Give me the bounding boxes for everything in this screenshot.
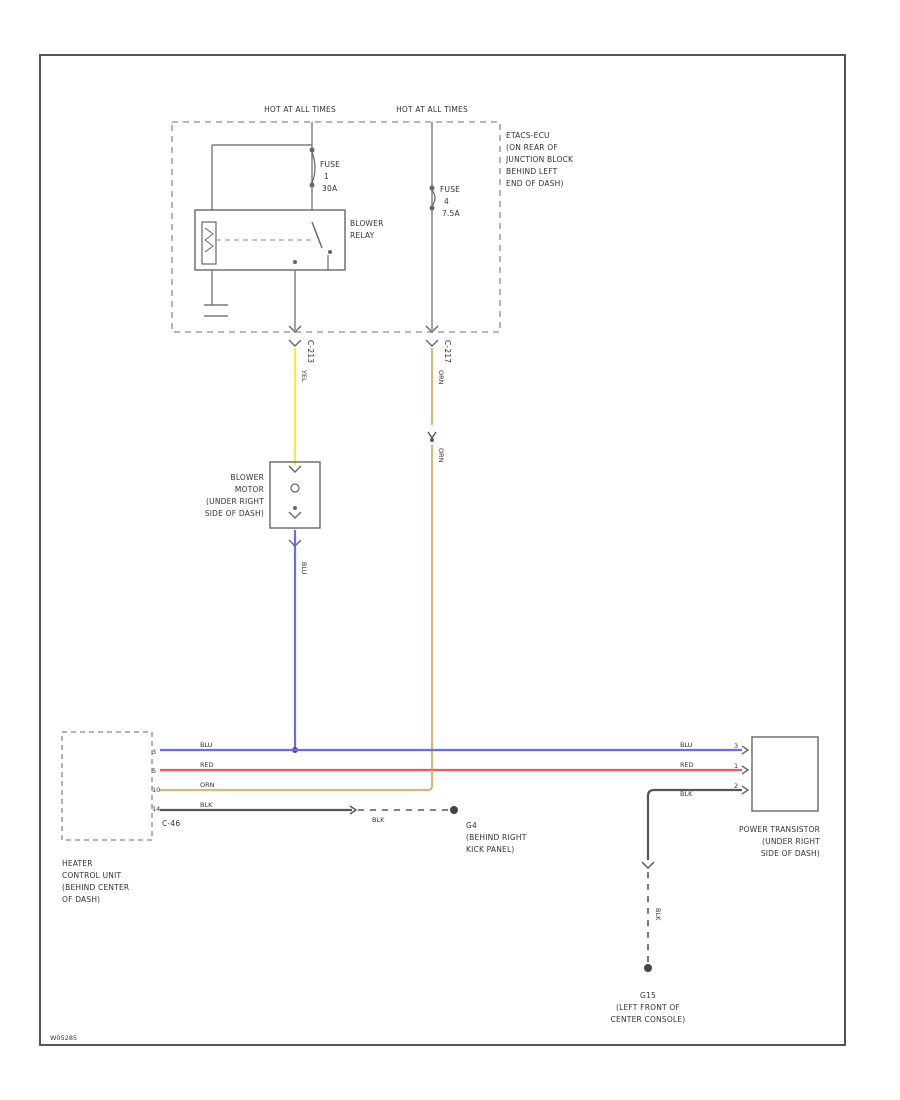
svg-text:14: 14	[152, 805, 160, 813]
wire-label-blk-pt: BLK	[680, 790, 693, 798]
svg-text:BEHIND LEFT: BEHIND LEFT	[506, 167, 558, 176]
svg-text:(UNDER RIGHT: (UNDER RIGHT	[762, 837, 820, 846]
footer-code: W05285	[50, 1034, 77, 1042]
blower-motor-label: BLOWER MOTOR (UNDER RIGHT SIDE OF DASH)	[205, 473, 264, 518]
svg-text:KICK PANEL): KICK PANEL)	[466, 845, 515, 854]
power-transistor-label: POWER TRANSISTOR (UNDER RIGHT SIDE OF DA…	[739, 825, 820, 858]
diagram-frame	[39, 54, 846, 1046]
svg-text:FUSE: FUSE	[320, 160, 340, 169]
wire-black-pt	[646, 788, 742, 860]
svg-text:(BEHIND RIGHT: (BEHIND RIGHT	[466, 833, 527, 842]
svg-text:JUNCTION BLOCK: JUNCTION BLOCK	[505, 155, 574, 164]
fuse-4: FUSE 4 7.5A	[429, 122, 461, 330]
ground-g15-label: G15 (LEFT FRONT OF CENTER CONSOLE)	[611, 991, 686, 1024]
svg-text:1: 1	[734, 762, 738, 770]
svg-text:HEATER: HEATER	[62, 859, 93, 868]
wire-label-blk-g4: BLK	[372, 816, 385, 824]
ground-g4-label: G4 (BEHIND RIGHT KICK PANEL)	[466, 821, 527, 854]
svg-text:OF DASH): OF DASH)	[62, 895, 100, 904]
wire-label-org-h: ORN	[200, 781, 215, 789]
heater-control-unit-label: HEATER CONTROL UNIT (BEHIND CENTER OF DA…	[62, 859, 129, 904]
svg-text:CONTROL UNIT: CONTROL UNIT	[62, 871, 122, 880]
wire-label-red-h: RED	[200, 761, 214, 769]
junction-block-label: ETACS-ECU (ON REAR OF JUNCTION BLOCK BEH…	[505, 131, 574, 188]
fuse-1: FUSE 1 30A	[211, 122, 340, 210]
svg-text:G4: G4	[466, 821, 477, 830]
blower-motor	[269, 461, 321, 529]
svg-text:2: 2	[734, 782, 738, 790]
wire-label-orange-lower: ORN	[437, 448, 445, 463]
connector-c46-label: C-46	[162, 819, 180, 828]
wire-orange-bend	[427, 770, 434, 792]
svg-text:3: 3	[152, 748, 156, 756]
svg-text:(BEHIND CENTER: (BEHIND CENTER	[62, 883, 129, 892]
svg-text:FUSE: FUSE	[440, 185, 460, 194]
wire-label-blu-h: BLU	[200, 741, 213, 749]
svg-text:BLOWER: BLOWER	[230, 473, 264, 482]
svg-text:C-213: C-213	[306, 340, 315, 363]
svg-text:(UNDER RIGHT: (UNDER RIGHT	[206, 497, 264, 506]
svg-text:MOTOR: MOTOR	[235, 485, 264, 494]
svg-text:SIDE OF DASH): SIDE OF DASH)	[205, 509, 264, 518]
svg-text:ETACS-ECU: ETACS-ECU	[506, 131, 550, 140]
svg-text:G15: G15	[640, 991, 656, 1000]
ground-g4-symbol	[450, 806, 458, 814]
blower-relay	[194, 209, 346, 330]
svg-text:7.5A: 7.5A	[442, 209, 461, 218]
svg-text:END OF DASH): END OF DASH)	[506, 179, 564, 188]
svg-text:3: 3	[734, 742, 738, 750]
svg-text:POWER TRANSISTOR: POWER TRANSISTOR	[739, 825, 820, 834]
svg-text:1: 1	[324, 172, 329, 181]
svg-text:(LEFT FRONT OF: (LEFT FRONT OF	[616, 1003, 680, 1012]
junction-block-box	[171, 121, 501, 333]
wire-label-blk-h: BLK	[200, 801, 213, 809]
connector-c1: C-213	[288, 325, 315, 363]
svg-text:30A: 30A	[322, 184, 338, 193]
wire-label-red-pt: RED	[680, 761, 694, 769]
heater-control-unit	[61, 731, 153, 841]
wire-label-blue: BLU	[300, 562, 308, 575]
svg-text:(ON REAR OF: (ON REAR OF	[506, 143, 558, 152]
heater-unit-pins: 3 5 10 14	[152, 748, 160, 813]
blower-relay-label: BLOWER	[350, 219, 384, 228]
svg-text:SIDE OF DASH): SIDE OF DASH)	[761, 849, 820, 858]
wire-label-blk-g15: BLK	[654, 908, 662, 921]
power-transistor-pins: 3 1 2	[734, 742, 738, 790]
wire-label-yellow: YEL	[300, 369, 308, 382]
svg-text:10: 10	[152, 786, 160, 794]
ground-g15-symbol	[644, 964, 652, 972]
blower-relay-label-2: RELAY	[350, 231, 375, 240]
connector-c2: C-217	[425, 325, 452, 363]
power-source-left-label: HOT AT ALL TIMES	[264, 105, 336, 114]
svg-text:5: 5	[152, 767, 156, 775]
power-transistor	[751, 736, 819, 812]
wire-label-blu-pt: BLU	[680, 741, 693, 749]
power-source-right-label: HOT AT ALL TIMES	[396, 105, 468, 114]
wire-label-orange-upper: ORN	[437, 370, 445, 385]
svg-text:C-217: C-217	[443, 340, 452, 363]
svg-text:CENTER CONSOLE): CENTER CONSOLE)	[611, 1015, 686, 1024]
svg-text:4: 4	[444, 197, 449, 206]
connector-orange-splice	[427, 431, 437, 440]
